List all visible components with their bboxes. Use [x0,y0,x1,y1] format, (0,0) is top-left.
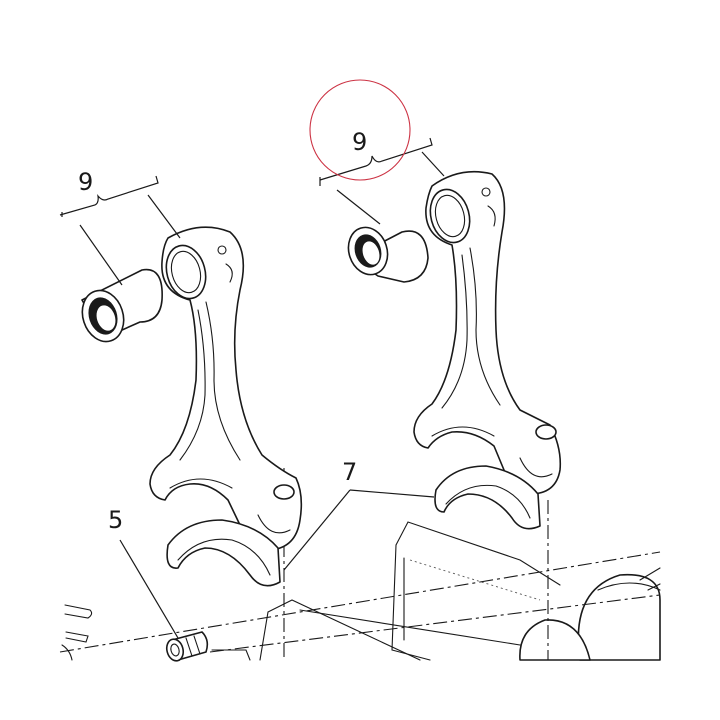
right-piston-pin-bushing [347,226,429,283]
callout-5: 5 [108,506,123,534]
crankshaft-journal [519,567,661,661]
left-piston-pin-bushing [81,268,163,343]
callout-7: 7 [342,458,357,486]
left-connecting-rod [149,226,303,551]
left-bearing-shell [166,519,281,587]
callout-5-group: 5 [108,506,179,639]
highlight-circle [309,79,411,181]
right-bearing-shell [434,465,541,530]
callout-9-right: 9 [352,128,367,156]
callout-9-left: 9 [78,168,93,196]
crankcase-outline [259,521,561,661]
left-edge-detail [61,604,93,661]
left-callout-9: 9 [59,168,181,286]
rod-bolt [165,631,251,662]
right-connecting-rod [413,170,562,495]
right-callout-9: 9 [309,79,445,225]
callout-7-group: 7 [283,458,435,571]
